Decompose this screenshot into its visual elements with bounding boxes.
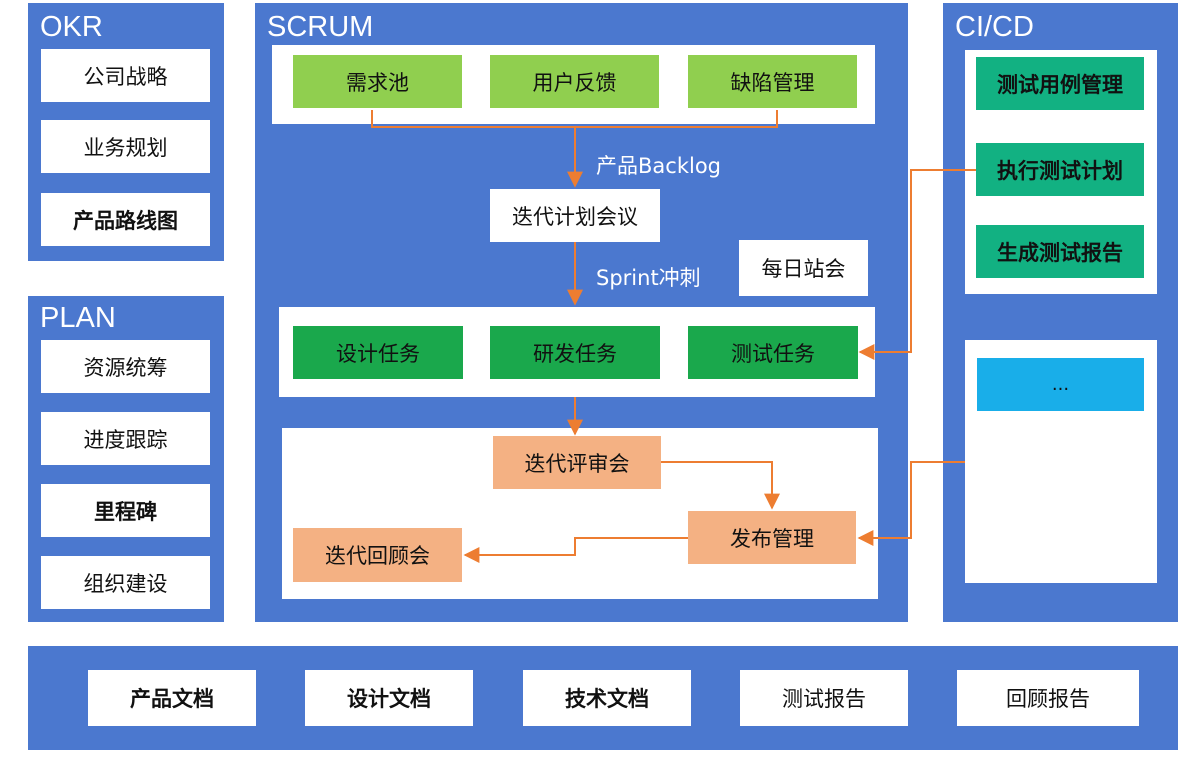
sprint-planning-meeting: 迭代计划会议 [490,189,660,242]
okr-item-company-strategy: 公司战略 [41,49,210,102]
scrum-title: SCRUM [267,11,374,43]
doc-retrospective-report: 回顾报告 [957,670,1139,726]
plan-item-progress-tracking: 进度跟踪 [41,412,210,465]
sprint-label: Sprint冲刺 [596,266,701,290]
plan-item-org-building: 组织建设 [41,556,210,609]
doc-technical: 技术文档 [523,670,691,726]
plan-panel: PLAN 资源统筹 进度跟踪 里程碑 组织建设 [28,296,224,622]
defect-management: 缺陷管理 [688,55,857,108]
sprint-review-meeting: 迭代评审会 [493,436,661,489]
test-case-management: 测试用例管理 [976,57,1144,110]
okr-panel: OKR 公司战略 业务规划 产品路线图 [28,3,224,261]
plan-item-resource-coordination: 资源统筹 [41,340,210,393]
okr-title: OKR [40,11,103,43]
doc-product: 产品文档 [88,670,256,726]
release-management: 发布管理 [688,511,856,564]
cicd-title: CI/CD [955,11,1034,43]
product-backlog-label: 产品Backlog [596,154,721,178]
plan-item-milestone: 里程碑 [41,484,210,537]
plan-title: PLAN [40,302,116,334]
development-task: 研发任务 [490,326,660,379]
design-task: 设计任务 [293,326,463,379]
cicd-more-item: ... [977,358,1144,411]
generate-test-report: 生成测试报告 [976,225,1144,278]
daily-standup: 每日站会 [739,240,868,296]
okr-item-business-planning: 业务规划 [41,120,210,173]
okr-item-product-roadmap: 产品路线图 [41,193,210,246]
requirement-pool: 需求池 [293,55,462,108]
user-feedback: 用户反馈 [490,55,659,108]
doc-design: 设计文档 [305,670,473,726]
execute-test-plan: 执行测试计划 [976,143,1144,196]
sprint-retrospective: 迭代回顾会 [293,528,462,582]
testing-task: 测试任务 [688,326,858,379]
doc-test-report: 测试报告 [740,670,908,726]
